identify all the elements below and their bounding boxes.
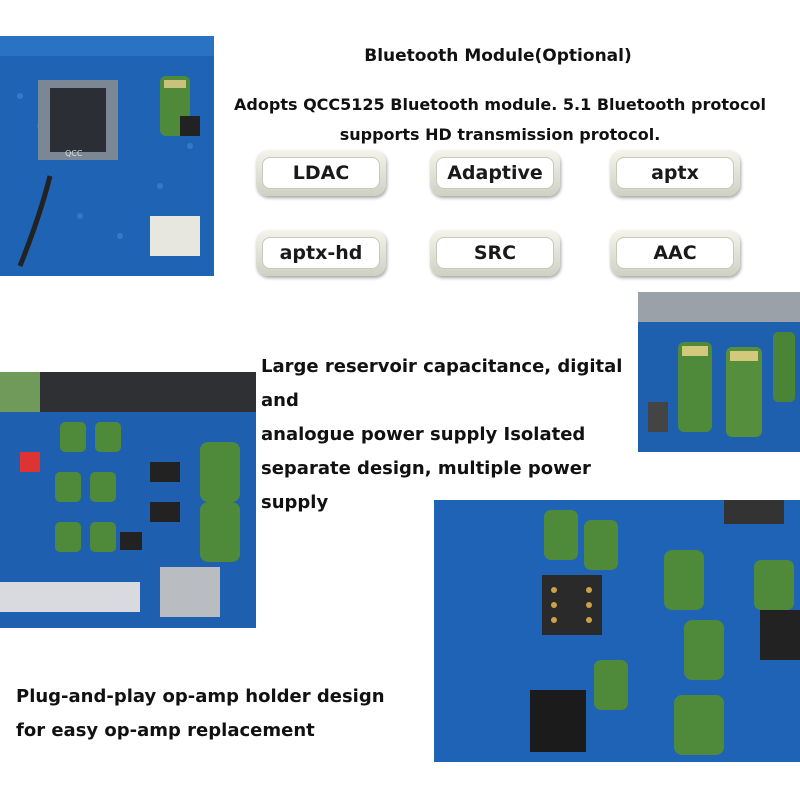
power-supply-photo (0, 372, 256, 628)
page-title: Bluetooth Module(Optional) (364, 46, 632, 66)
power-text-line-1: Large reservoir capacitance, digital and (261, 356, 623, 411)
capacitors-image (638, 292, 800, 452)
bluetooth-module-image: QCC (0, 36, 214, 276)
power-supply-text: Large reservoir capacitance, digital and… (261, 350, 641, 520)
codec-badge-aptx: aptx (610, 150, 740, 196)
bluetooth-description: Adopts QCC5125 Bluetooth module. 5.1 Blu… (230, 90, 770, 150)
codec-badge-adaptive: Adaptive (430, 150, 560, 196)
codec-label: AAC (616, 237, 734, 269)
codec-label: Adaptive (436, 157, 554, 189)
codec-badge-ldac: LDAC (256, 150, 386, 196)
bluetooth-module-photo: QCC (0, 36, 214, 276)
opamp-text-line-1: Plug-and-play op-amp holder design (16, 686, 385, 707)
codec-badge-aptx-hd: aptx-hd (256, 230, 386, 276)
description-line-2: supports HD transmission protocol. (339, 125, 661, 144)
codec-label: aptx-hd (262, 237, 380, 269)
codec-label: SRC (436, 237, 554, 269)
codec-label: aptx (616, 157, 734, 189)
codec-label: LDAC (262, 157, 380, 189)
opamp-holder-text: Plug-and-play op-amp holder design for e… (16, 680, 416, 748)
power-supply-image (0, 372, 256, 628)
opamp-text-line-2: for easy op-amp replacement (16, 720, 315, 741)
svg-text:QCC: QCC (65, 149, 83, 158)
power-text-line-3: separate design, multiple power supply (261, 458, 591, 513)
codec-badge-src: SRC (430, 230, 560, 276)
capacitors-photo (638, 292, 800, 452)
description-line-1: Adopts QCC5125 Bluetooth module. 5.1 Blu… (234, 95, 766, 114)
power-text-line-2: analogue power supply Isolated (261, 424, 586, 445)
codec-badge-aac: AAC (610, 230, 740, 276)
opamp-holder-photo (434, 500, 800, 762)
opamp-holder-image (434, 500, 800, 762)
